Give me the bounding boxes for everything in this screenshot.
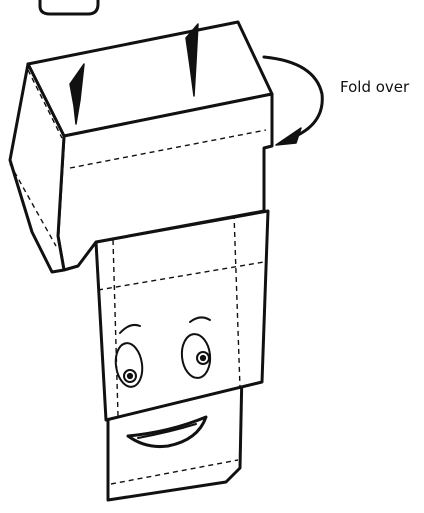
right-pupil xyxy=(201,356,206,361)
cropped-frame-corner xyxy=(40,0,98,14)
fold-arrow-head xyxy=(276,128,301,145)
left-pupil xyxy=(128,374,133,379)
fold-over-label: Fold over xyxy=(340,78,409,96)
